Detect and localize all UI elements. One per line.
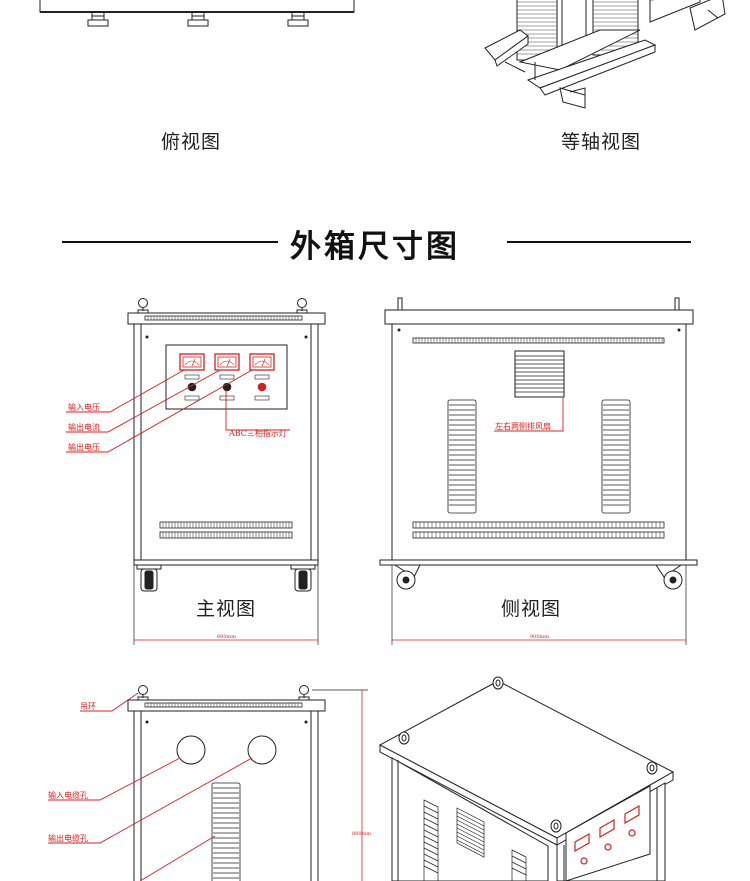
input-cable-hole-icon: [176, 735, 206, 765]
iso-meters: [574, 804, 640, 865]
voltmeter-out-icon: [249, 353, 275, 371]
front-view-cabinet: [127, 298, 326, 645]
side-louver-right: [601, 399, 631, 514]
top-view-drawing: [39, 0, 355, 27]
lug-icon: [398, 731, 410, 745]
side-caster-right: [655, 564, 683, 590]
label-input-cable-hole: 输入电缆孔: [48, 790, 88, 800]
label-output-voltage: 输出电压: [68, 442, 100, 452]
label-output-current: 输出电流: [68, 422, 100, 432]
side-view-cabinet: [379, 297, 698, 645]
lug-icon: [550, 819, 562, 833]
lug-icon: [646, 761, 658, 775]
caption-isometric-view: 等轴视图: [561, 131, 642, 153]
lug-icon: [492, 676, 504, 690]
side-width-dim: 900mm: [530, 634, 549, 640]
top-view-foot: [87, 11, 109, 27]
front-leaders: [66, 369, 290, 453]
label-vent: 左右两侧排风扇: [495, 421, 551, 431]
label-lifting-ring: 吊环: [80, 702, 96, 711]
caption-front-view: 主视图: [196, 598, 257, 620]
front-caster-right: [290, 564, 316, 592]
side-louver-left: [447, 399, 477, 514]
back-leaders: [48, 692, 253, 881]
label-abc-lamp: ABC三相指示灯: [228, 428, 287, 438]
front-meters: [179, 353, 275, 371]
side-caster-left: [393, 564, 421, 590]
label-output-cable-hole: 输出电缆孔: [48, 833, 88, 843]
front-caster-left: [136, 564, 162, 592]
label-input-voltage: 输入电压: [68, 402, 100, 412]
section-title: 外箱尺寸图: [290, 229, 460, 265]
section-header: 外箱尺寸图: [0, 217, 750, 267]
top-view-foot: [287, 11, 309, 27]
caption-top-view: 俯视图: [161, 131, 222, 153]
back-view-cabinet: [127, 685, 368, 881]
front-width-dim: 600mm: [217, 634, 236, 640]
voltmeter-in-icon: [179, 353, 205, 371]
top-view-foot: [187, 11, 209, 27]
indicator-lamp-a-icon: [187, 382, 197, 392]
isometric-cabinet-drawing: [378, 676, 675, 881]
caption-side-view: 侧视图: [501, 598, 562, 620]
isometric-transformer-drawing: [484, 0, 726, 109]
ammeter-out-icon: [214, 353, 240, 371]
header-rule-left: [62, 241, 278, 243]
back-height-dim: 880mm: [352, 831, 371, 837]
indicator-lamp-c-icon: [257, 382, 267, 392]
header-rule-right: [507, 241, 691, 243]
output-cable-hole-icon: [247, 735, 277, 765]
